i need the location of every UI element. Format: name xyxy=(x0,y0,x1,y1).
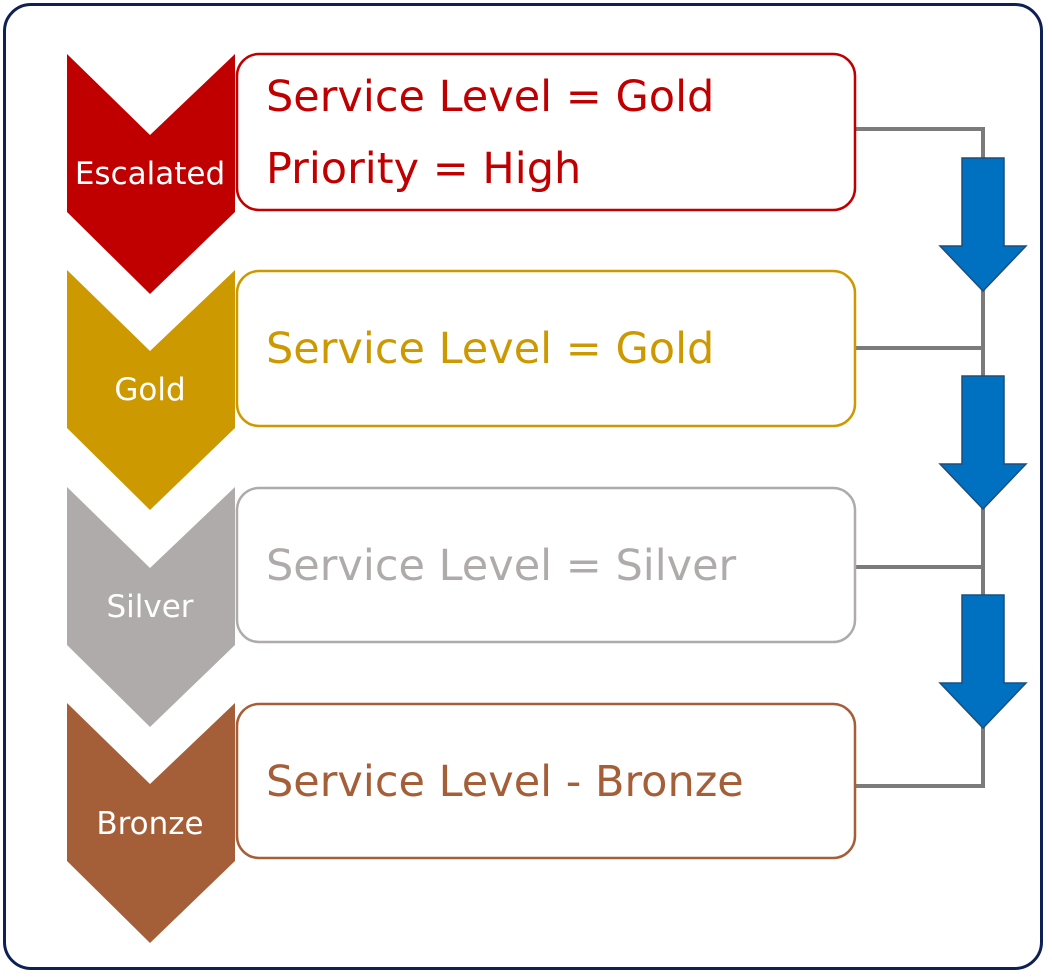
tier-escalated: Escalated Service Level = Gold Priority … xyxy=(67,52,857,294)
tier-line: Service Level = Silver xyxy=(266,541,737,591)
tier-label: Escalated xyxy=(75,156,225,192)
tier-box xyxy=(235,702,857,860)
tier-box xyxy=(235,486,857,644)
tier-line: Service Level = Gold xyxy=(266,72,714,122)
tier-silver: Silver Service Level = Silver xyxy=(67,486,857,727)
tier-line: Priority = High xyxy=(266,144,581,194)
tier-line: Service Level - Bronze xyxy=(266,757,744,807)
tier-label: Bronze xyxy=(96,806,203,842)
arrow-down-icon xyxy=(938,157,1028,293)
arrow-down-icon xyxy=(938,594,1028,730)
tier-label: Gold xyxy=(114,372,185,408)
chevron-down-icon xyxy=(67,487,235,727)
chevron-down-icon xyxy=(67,703,235,943)
chevron-down-icon xyxy=(67,54,235,294)
tier-gold: Gold Service Level = Gold xyxy=(67,269,857,510)
arrow-down-icon xyxy=(938,375,1028,511)
tier-bronze: Bronze Service Level - Bronze xyxy=(67,702,857,943)
tier-box xyxy=(235,52,857,212)
tier-box xyxy=(235,269,857,428)
chevron-down-icon xyxy=(67,270,235,510)
down-arrows xyxy=(938,157,1028,730)
tier-line: Service Level = Gold xyxy=(266,324,714,374)
tier-label: Silver xyxy=(106,589,193,625)
